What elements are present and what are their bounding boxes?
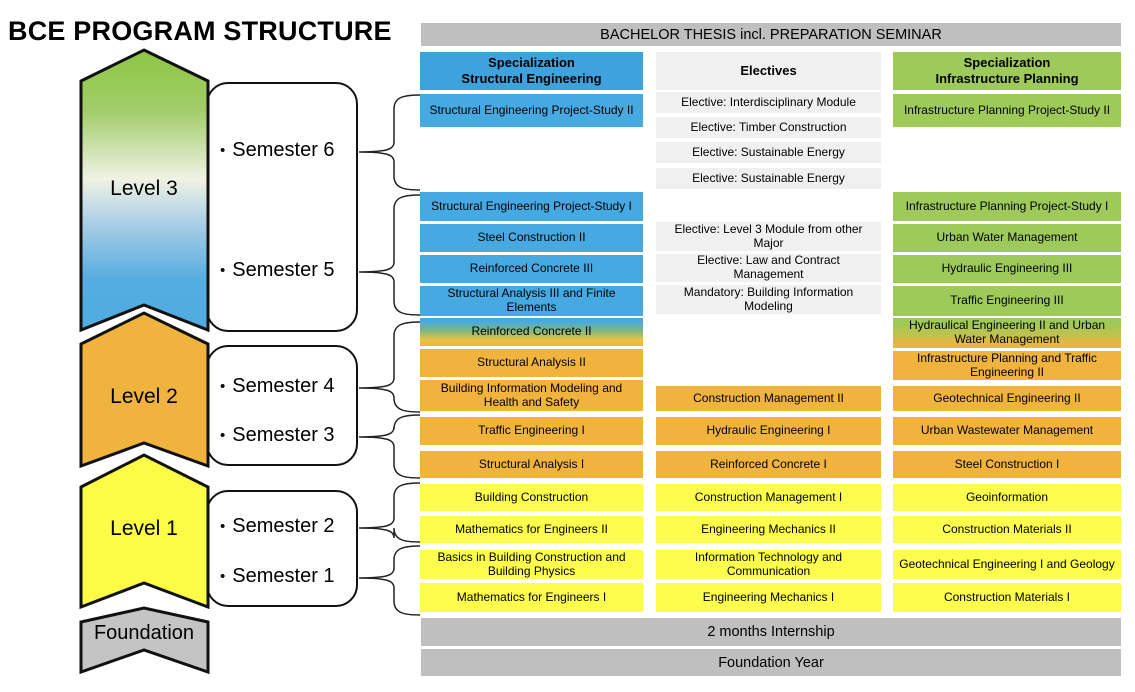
bullet-icon: • xyxy=(220,568,226,585)
module-cell: Structural Engineering Project-Study II xyxy=(420,94,643,127)
semester-4-label: • Semester 4 xyxy=(220,375,335,397)
semester-6-label: • Semester 6 xyxy=(220,139,335,161)
module-cell: Steel Construction II xyxy=(420,224,643,252)
level2-label: Level 2 xyxy=(110,385,178,408)
semester-1-label: • Semester 1 xyxy=(220,565,335,587)
module-cell: Hydraulic Engineering I xyxy=(656,417,881,445)
foundation-chevron xyxy=(79,606,210,675)
semester-brace-connectors xyxy=(358,94,421,616)
column-header-structural-engineering: Specialization Structural Engineering xyxy=(420,52,643,90)
module-cell: Mathematics for Engineers II xyxy=(420,516,643,543)
bullet-icon: • xyxy=(220,142,226,159)
level3-chevron xyxy=(79,48,210,333)
module-cell: Hydraulical Engineering II and Urban Wat… xyxy=(893,318,1121,348)
foundation-label: Foundation xyxy=(93,622,195,644)
module-cell: Hydraulic Engineering III xyxy=(893,255,1121,283)
module-cell: Elective: Level 3 Module from other Majo… xyxy=(656,222,881,251)
column-header-infrastructure-planning: Specialization Infrastructure Planning xyxy=(893,52,1121,90)
module-cell: Traffic Engineering III xyxy=(893,286,1121,316)
module-cell: Steel Construction I xyxy=(893,451,1121,478)
module-cell: Geotechnical Engineering I and Geology xyxy=(893,550,1121,579)
module-cell: Mathematics for Engineers I xyxy=(420,583,643,612)
module-cell: Reinforced Concrete III xyxy=(420,255,643,283)
module-cell: Mandatory: Building Information Modeling xyxy=(656,285,881,314)
semester-box-level2 xyxy=(206,345,358,466)
level2-chevron xyxy=(79,311,210,469)
column-header-electives: Electives xyxy=(656,52,881,90)
level1-chevron xyxy=(79,453,210,610)
level1-label: Level 1 xyxy=(110,517,178,540)
module-cell: Urban Water Management xyxy=(893,224,1121,252)
semester-brace xyxy=(358,321,421,413)
module-cell: Construction Management I xyxy=(656,484,881,511)
semester-brace xyxy=(358,194,421,316)
semester-brace xyxy=(358,545,421,616)
module-cell: Engineering Mechanics I xyxy=(656,583,881,612)
level3-label: Level 3 xyxy=(110,177,178,200)
semester-3-label: • Semester 3 xyxy=(220,424,335,446)
module-cell: Elective: Timber Construction xyxy=(656,117,881,138)
module-cell: Structural Analysis II xyxy=(420,349,643,377)
bullet-icon: • xyxy=(220,518,226,535)
bachelor-thesis-bar: BACHELOR THESIS incl. PREPARATION SEMINA… xyxy=(421,23,1121,46)
internship-bar: 2 months Internship xyxy=(421,618,1121,646)
semester-5-label: • Semester 5 xyxy=(220,259,335,281)
module-cell: Elective: Law and Contract Management xyxy=(656,254,881,282)
module-cell: Infrastructure Planning Project-Study I xyxy=(893,192,1121,221)
module-cell: Reinforced Concrete I xyxy=(656,451,881,478)
module-cell: Reinforced Concrete II xyxy=(420,318,643,346)
foundation-year-bar: Foundation Year xyxy=(421,649,1121,676)
module-cell: Elective: Sustainable Energy xyxy=(656,168,881,189)
semester-brace xyxy=(358,414,421,479)
semester-brace xyxy=(358,482,421,543)
module-cell: Infrastructure Planning Project-Study II xyxy=(893,94,1121,127)
module-cell: Construction Management II xyxy=(656,386,881,411)
module-cell: Engineering Mechanics II xyxy=(656,516,881,543)
module-cell: Traffic Engineering I xyxy=(420,417,643,445)
page-title: BCE PROGRAM STRUCTURE xyxy=(8,16,392,46)
module-cell: Structural Engineering Project-Study I xyxy=(420,192,643,221)
module-cell: Construction Materials II xyxy=(893,516,1121,543)
bullet-icon: • xyxy=(220,378,226,395)
semester-box-level1 xyxy=(206,490,358,607)
module-cell: Urban Wastewater Management xyxy=(893,417,1121,445)
module-cell: Structural Analysis III and Finite Eleme… xyxy=(420,286,643,316)
module-cell: Construction Materials I xyxy=(893,583,1121,612)
module-cell: Elective: Interdisciplinary Module xyxy=(656,92,881,113)
module-cell: Building Information Modeling and Health… xyxy=(420,380,643,411)
module-cell: Structural Analysis I xyxy=(420,451,643,478)
module-cell: Geoinformation xyxy=(893,484,1121,511)
module-cell: Information Technology and Communication xyxy=(656,550,881,579)
semester-box-level3 xyxy=(206,82,358,332)
module-cell: Building Construction xyxy=(420,484,643,511)
module-cell: Basics in Building Construction and Buil… xyxy=(420,550,643,579)
bullet-icon: • xyxy=(220,262,226,279)
level-chevrons xyxy=(79,48,210,675)
semester-2-label: • Semester 2 xyxy=(220,515,335,537)
module-cell: Geotechnical Engineering II xyxy=(893,386,1121,411)
semester-brace xyxy=(358,94,421,191)
module-cell: Infrastructure Planning and Traffic Engi… xyxy=(893,351,1121,380)
module-cell: Elective: Sustainable Energy xyxy=(656,142,881,163)
bullet-icon: • xyxy=(220,427,226,444)
